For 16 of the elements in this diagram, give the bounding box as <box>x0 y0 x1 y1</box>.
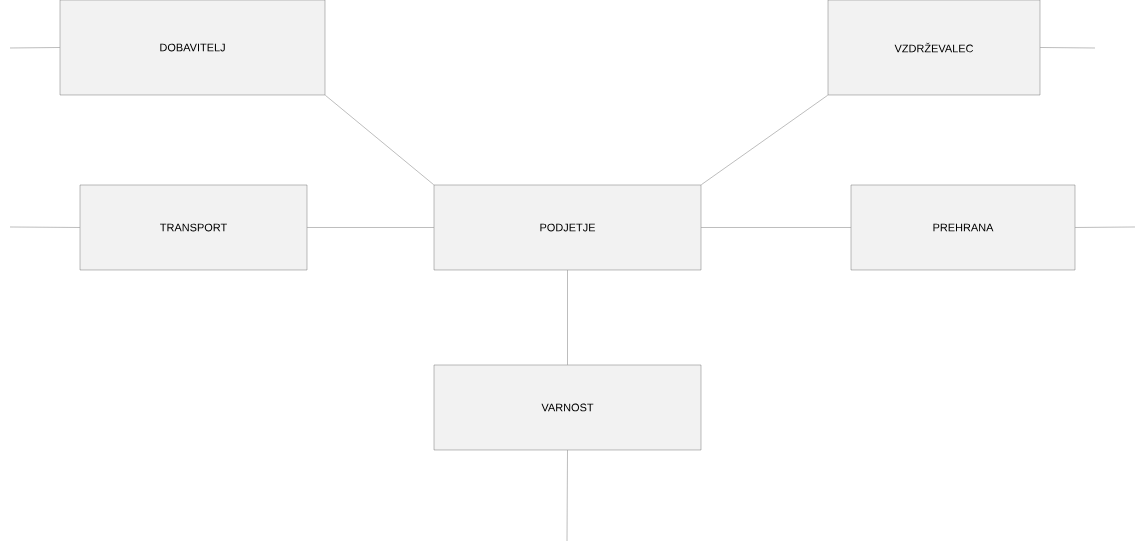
connector-line <box>701 95 828 185</box>
connector-line <box>567 270 568 365</box>
process-box: TRANSPORT <box>79 184 308 271</box>
connector-line <box>566 450 568 541</box>
connector-line <box>325 95 434 185</box>
process-box: VZDRŽEVALEC <box>827 0 1041 96</box>
connector-line <box>9 226 80 228</box>
process-box: VARNOST <box>433 364 702 451</box>
connector-line <box>1075 226 1136 228</box>
connector-line <box>9 47 60 49</box>
process-box: DOBAVITELJ <box>59 0 326 96</box>
connector-line <box>307 227 434 228</box>
connector-line <box>1040 47 1096 49</box>
process-box: PODJETJE <box>433 184 702 271</box>
process-box: PREHRANA <box>850 184 1076 271</box>
connector-line <box>701 227 851 228</box>
